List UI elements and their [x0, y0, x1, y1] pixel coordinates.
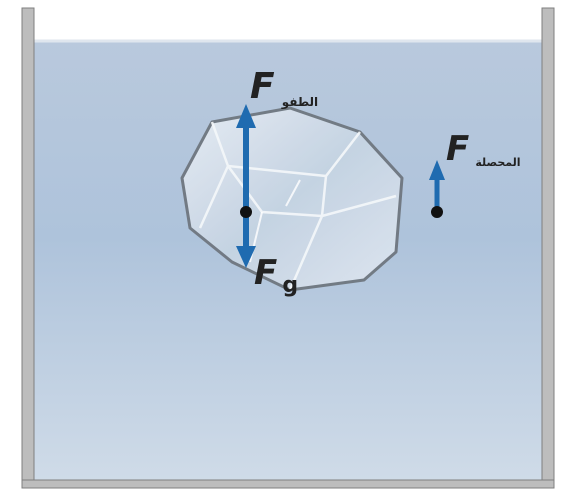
net-force-dot — [431, 206, 443, 218]
cube-center-dot — [240, 206, 252, 218]
container-bottom — [22, 480, 554, 488]
container-right-wall — [542, 8, 554, 486]
container-left-wall — [22, 8, 34, 486]
